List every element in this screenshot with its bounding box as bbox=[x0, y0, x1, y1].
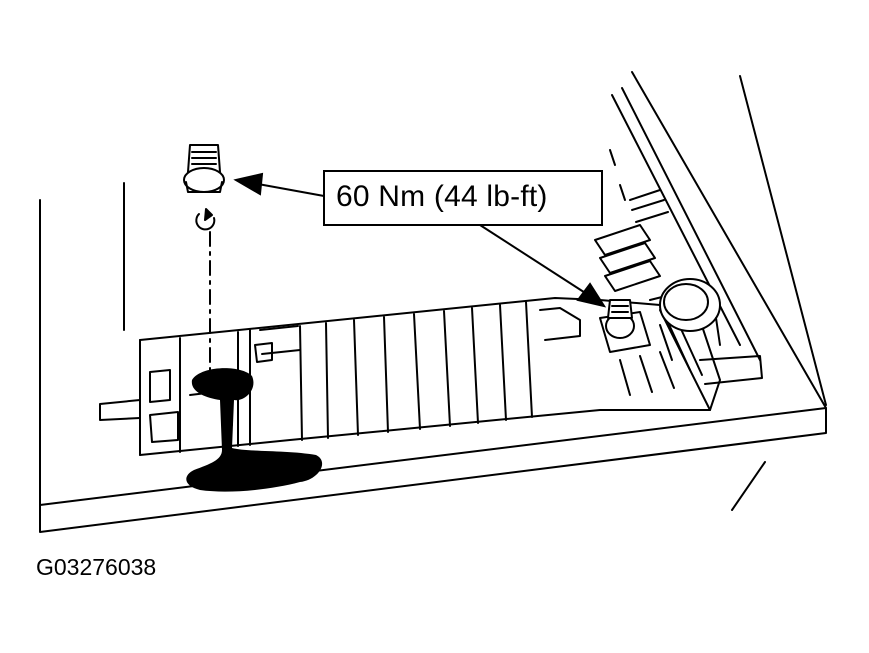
leader-arrowhead-lower bbox=[576, 282, 607, 308]
lower-drain-bolt bbox=[605, 299, 635, 339]
hose-connector bbox=[659, 278, 721, 361]
leader-line-upper bbox=[257, 183, 325, 197]
leader-line-lower bbox=[479, 224, 591, 297]
leader-arrowhead-upper bbox=[233, 172, 264, 196]
radiator-fins bbox=[594, 149, 669, 292]
mounting-panel bbox=[39, 71, 827, 533]
upper-drain-bolt bbox=[183, 144, 225, 193]
torque-callout bbox=[233, 170, 607, 308]
callout-box bbox=[323, 170, 603, 226]
torque-label: 60 Nm (44 lb-ft) bbox=[336, 180, 548, 213]
cooler-end-tubes bbox=[99, 355, 763, 421]
rotation-arrow-icon bbox=[195, 208, 216, 231]
figure-id: G03276038 bbox=[36, 554, 157, 580]
drained-fluid bbox=[186, 368, 323, 492]
